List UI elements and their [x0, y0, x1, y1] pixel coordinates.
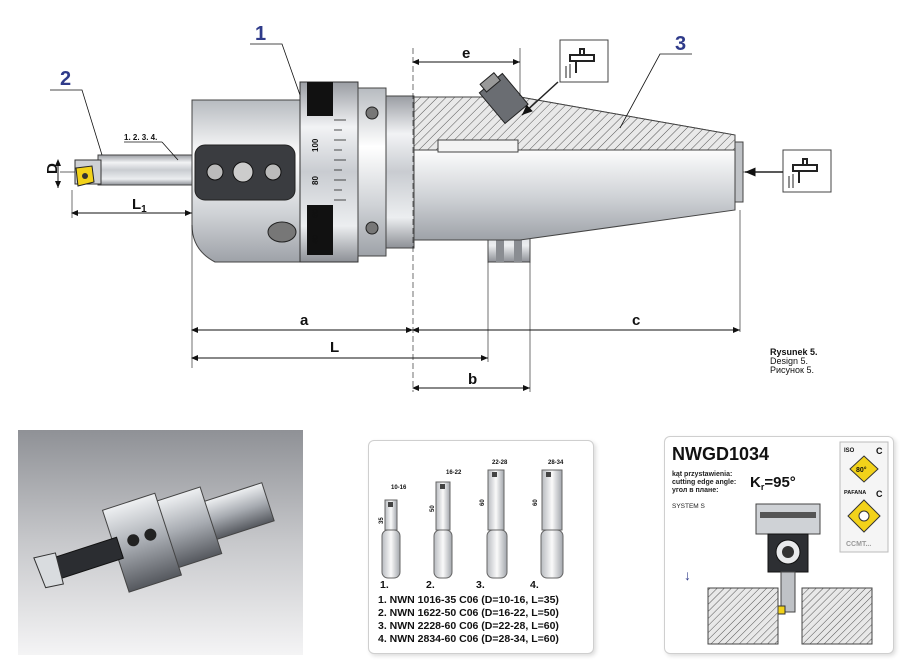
technical-drawing: 100 80 60 40 1: [44, 23, 832, 392]
insert-code: CCMT...: [846, 541, 871, 548]
bar-number: 2.: [426, 579, 435, 591]
workpiece-right: [801, 587, 873, 645]
iso-letter: C: [876, 446, 883, 456]
dim-b: b: [468, 371, 477, 388]
angle-label: угол в плане:: [672, 487, 718, 494]
tool-markers: 1. 2. 3. 4.: [124, 133, 157, 142]
systems-label: SYSTEM S: [672, 503, 706, 510]
angle-value: Kr=95°: [750, 474, 796, 492]
bar-length: 50: [430, 505, 436, 512]
angle-label: cutting edge angle:: [672, 479, 736, 486]
head-sketch: [755, 503, 821, 615]
bar-diameter: 16-22: [446, 470, 462, 476]
spec-card-content: NWGD1034 kąt przystawienia: cutting edge…: [672, 441, 889, 645]
dial-number: 40: [311, 235, 320, 244]
bar-number: 1.: [380, 579, 389, 591]
bar-length: 60: [533, 499, 539, 506]
legend-line: 1. NWN 1016-35 C06 (D=10-16, L=35): [378, 594, 559, 606]
dial-number: 80: [311, 176, 320, 185]
dial-number: 60: [311, 209, 320, 218]
boring-bar: [74, 154, 195, 187]
dim-a: a: [300, 312, 309, 329]
pafana-letter: C: [876, 489, 883, 499]
dial-number: 100: [311, 138, 320, 152]
bar-length: 60: [480, 499, 486, 506]
dim-L1: L1: [132, 196, 147, 215]
dim-L: L: [330, 339, 339, 356]
caption-line: Design 5.: [770, 356, 808, 366]
iso-label: ISO: [844, 448, 855, 454]
bar-number: 4.: [530, 579, 539, 591]
boring-bar-2: 50 16-22 2.: [426, 470, 462, 591]
feed-arrow-icon: ↓: [684, 567, 691, 583]
dim-D: D: [44, 163, 61, 174]
bar-diameter: 22-28: [492, 460, 508, 466]
legend-line: 2. NWN 1622-50 C06 (D=16-22, L=50): [378, 607, 559, 619]
product-photo: [18, 430, 303, 655]
bar-diameter: 28-34: [548, 460, 564, 466]
boring-bar-3: 60 22-28 3.: [476, 460, 508, 591]
boring-bar-4: 60 28-34 4.: [530, 460, 564, 591]
coolant-icon: [521, 39, 609, 116]
boring-bar-1: 35 10-16 1.: [379, 485, 407, 591]
boring-head: 100 80 60 40: [191, 81, 415, 263]
caption-line: Rysunek 5.: [770, 347, 818, 357]
bar-diameter: 10-16: [391, 485, 407, 491]
bar-number: 3.: [476, 579, 485, 591]
bar-length: 35: [379, 517, 385, 524]
pafana-label: PAFANA: [844, 490, 866, 496]
callout-3: 3: [675, 33, 686, 55]
workpiece-left: [707, 587, 779, 645]
coolant-icon: [745, 149, 832, 193]
dim-c: c: [632, 312, 640, 329]
dim-e: e: [462, 45, 470, 62]
spec-title: NWGD1034: [672, 444, 769, 464]
taper-shank: [413, 72, 744, 263]
iso-angle: 80°: [856, 466, 867, 474]
callout-2: 2: [60, 68, 71, 90]
angle-label: kąt przystawienia:: [672, 471, 732, 478]
bars-illustration: 35 10-16 1. 50 16-22 2. 60 22-28 3. 60 2…: [378, 460, 564, 645]
callout-1: 1: [255, 23, 266, 45]
caption-line: Рисунок 5.: [770, 365, 814, 375]
legend-line: 3. NWN 2228-60 C06 (D=22-28, L=60): [378, 620, 559, 632]
iso-insert-icon: [849, 455, 879, 483]
legend-line: 4. NWN 2834-60 C06 (D=28-34, L=60): [378, 633, 559, 645]
